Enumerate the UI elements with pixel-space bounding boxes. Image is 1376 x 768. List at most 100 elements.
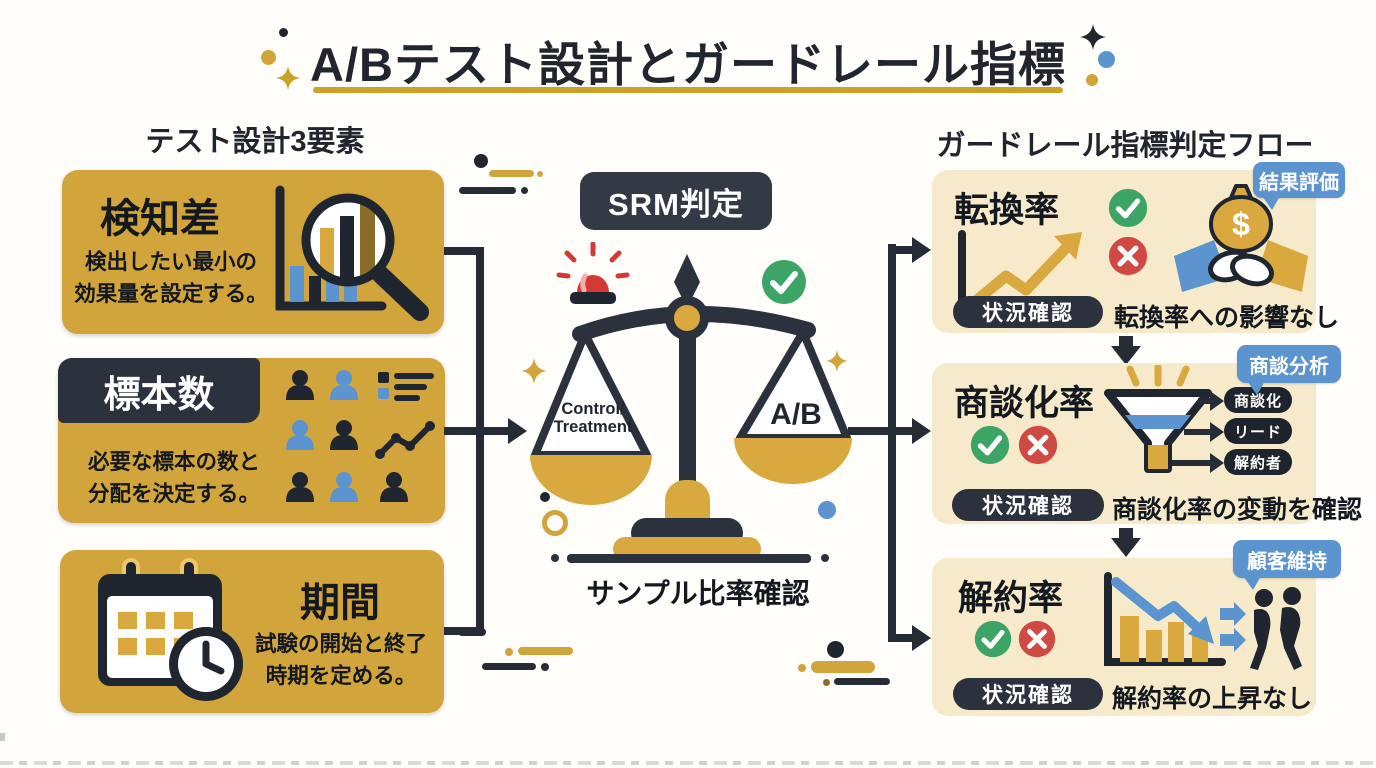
card-heading: 商談化率 [954, 384, 1095, 423]
arrowhead-down [1111, 346, 1141, 365]
list-icon [378, 372, 434, 401]
arrowhead-right [912, 418, 931, 444]
right-pan-label: A/B [770, 398, 822, 431]
badge-result-evaluation: 結果評価 [1253, 162, 1345, 198]
sparkle-icon [276, 66, 300, 90]
dot-decor [827, 641, 844, 658]
sparkle-icon [826, 350, 848, 372]
arrowhead-right [912, 237, 931, 263]
status-text: 商談化率の変動を確認 [1112, 496, 1363, 524]
cross-icon [1018, 425, 1058, 465]
badge-tail [1262, 196, 1280, 210]
calendar-clock-icon [98, 558, 243, 701]
people-leaving-icon [1220, 587, 1302, 670]
srm-title-box: SRM判定 [580, 172, 772, 230]
connector-line [444, 427, 482, 435]
dot-decor [537, 171, 543, 177]
card-body-line: 検出したい最小の [84, 250, 257, 274]
left-section-header: テスト設計3要素 [145, 126, 365, 158]
connector-line [888, 244, 896, 642]
dash-decor [811, 661, 875, 673]
title-underline [313, 87, 1063, 93]
dot-decor [818, 501, 836, 519]
cropped-text-edge [0, 761, 1376, 765]
card-churn-rate: 解約率 [932, 558, 1316, 716]
dot-decor [1086, 74, 1098, 86]
cross-icon [1018, 620, 1056, 658]
funnel-stage-label: 解約者 [1233, 454, 1282, 472]
connector-line [476, 247, 484, 635]
dash-decor [459, 187, 516, 194]
dot-decor [521, 187, 528, 194]
connector-line [480, 427, 510, 435]
ring-decor [542, 510, 568, 536]
connector-line [1172, 460, 1212, 466]
card-body-line: 時期を定める。 [265, 664, 417, 689]
connector-line [848, 427, 894, 435]
cross-icon [1108, 236, 1148, 276]
card-heading: 標本数 [103, 373, 215, 415]
badge-tail [1243, 576, 1261, 590]
dot-decor [261, 50, 276, 65]
handshake-money-icon: $ [1174, 184, 1308, 292]
dollar-glyph: $ [1232, 206, 1250, 242]
edge-speck [0, 733, 5, 741]
status-text: 転換率への影響なし [1114, 304, 1340, 332]
card-body-line: 必要な標本の数と [87, 450, 260, 474]
dot-decor [540, 492, 550, 502]
card-body-line: 効果量を設定する。 [74, 282, 268, 307]
dash-decor [834, 678, 890, 685]
left-pan-label-line: Control/ [561, 400, 625, 418]
connector-line [444, 247, 482, 255]
funnel-stage-label: リード [1233, 423, 1282, 441]
arrowhead-right [508, 418, 527, 444]
dash-decor [482, 663, 536, 670]
scale-caption: サンプル比率確認 [586, 578, 810, 609]
card-sample-size: 標本数 必要な標本の数と 分配を決定する。 [58, 358, 445, 523]
siren-alert-icon [556, 242, 630, 304]
balance-scale-icon [530, 254, 852, 563]
connector-line [1198, 398, 1212, 404]
badge-tail [1247, 381, 1265, 395]
status-pill-label: 状況確認 [982, 302, 1074, 325]
dash-decor [489, 170, 534, 177]
arrowhead-right [912, 625, 931, 651]
sparkle-icon [1080, 24, 1106, 50]
status-pill-label: 状況確認 [982, 684, 1074, 707]
dash-decor [518, 647, 573, 655]
card-heading: 期間 [300, 581, 380, 625]
dot-decor [823, 679, 830, 686]
arrowhead-down [1111, 538, 1141, 557]
check-ok-icon [762, 260, 806, 304]
arrowhead-right [1210, 391, 1224, 411]
card-body-line: 分配を決定する。 [87, 482, 260, 507]
status-text: 解約率の上昇なし [1112, 685, 1313, 713]
dot-decor [1098, 51, 1115, 68]
dot-decor [279, 28, 288, 37]
people-grid-icon [286, 370, 435, 502]
dash-decor [458, 628, 486, 636]
srm-title: SRM判定 [608, 186, 744, 222]
card-detectable-difference: 検知差 検出したい最小の 効果量を設定する。 [62, 170, 444, 334]
connector-line [892, 246, 914, 254]
dot-decor [505, 648, 513, 656]
magnifier-bar-chart-icon [275, 185, 429, 321]
sparkle-icon [521, 358, 547, 384]
card-body-line: 試験の開始と終了 [254, 632, 427, 656]
status-pill-label: 状況確認 [982, 495, 1074, 518]
connector-line [892, 634, 914, 642]
flow-arrow-shaft [1119, 336, 1133, 348]
funnel-icon [1104, 365, 1212, 473]
declining-chart-icon [1104, 572, 1226, 666]
dot-decor [798, 664, 806, 672]
dot-decor [474, 154, 488, 168]
connector-line [892, 427, 914, 435]
check-icon [974, 620, 1012, 658]
page-title: A/Bテスト設計とガードレール指標 [310, 38, 1066, 91]
badge-customer-retention: 顧客維持 [1233, 540, 1341, 578]
flow-arrow-shaft [1119, 528, 1133, 540]
trend-icon [375, 421, 435, 459]
arrowhead-right [1210, 453, 1224, 473]
arrowhead-right [1210, 422, 1224, 442]
